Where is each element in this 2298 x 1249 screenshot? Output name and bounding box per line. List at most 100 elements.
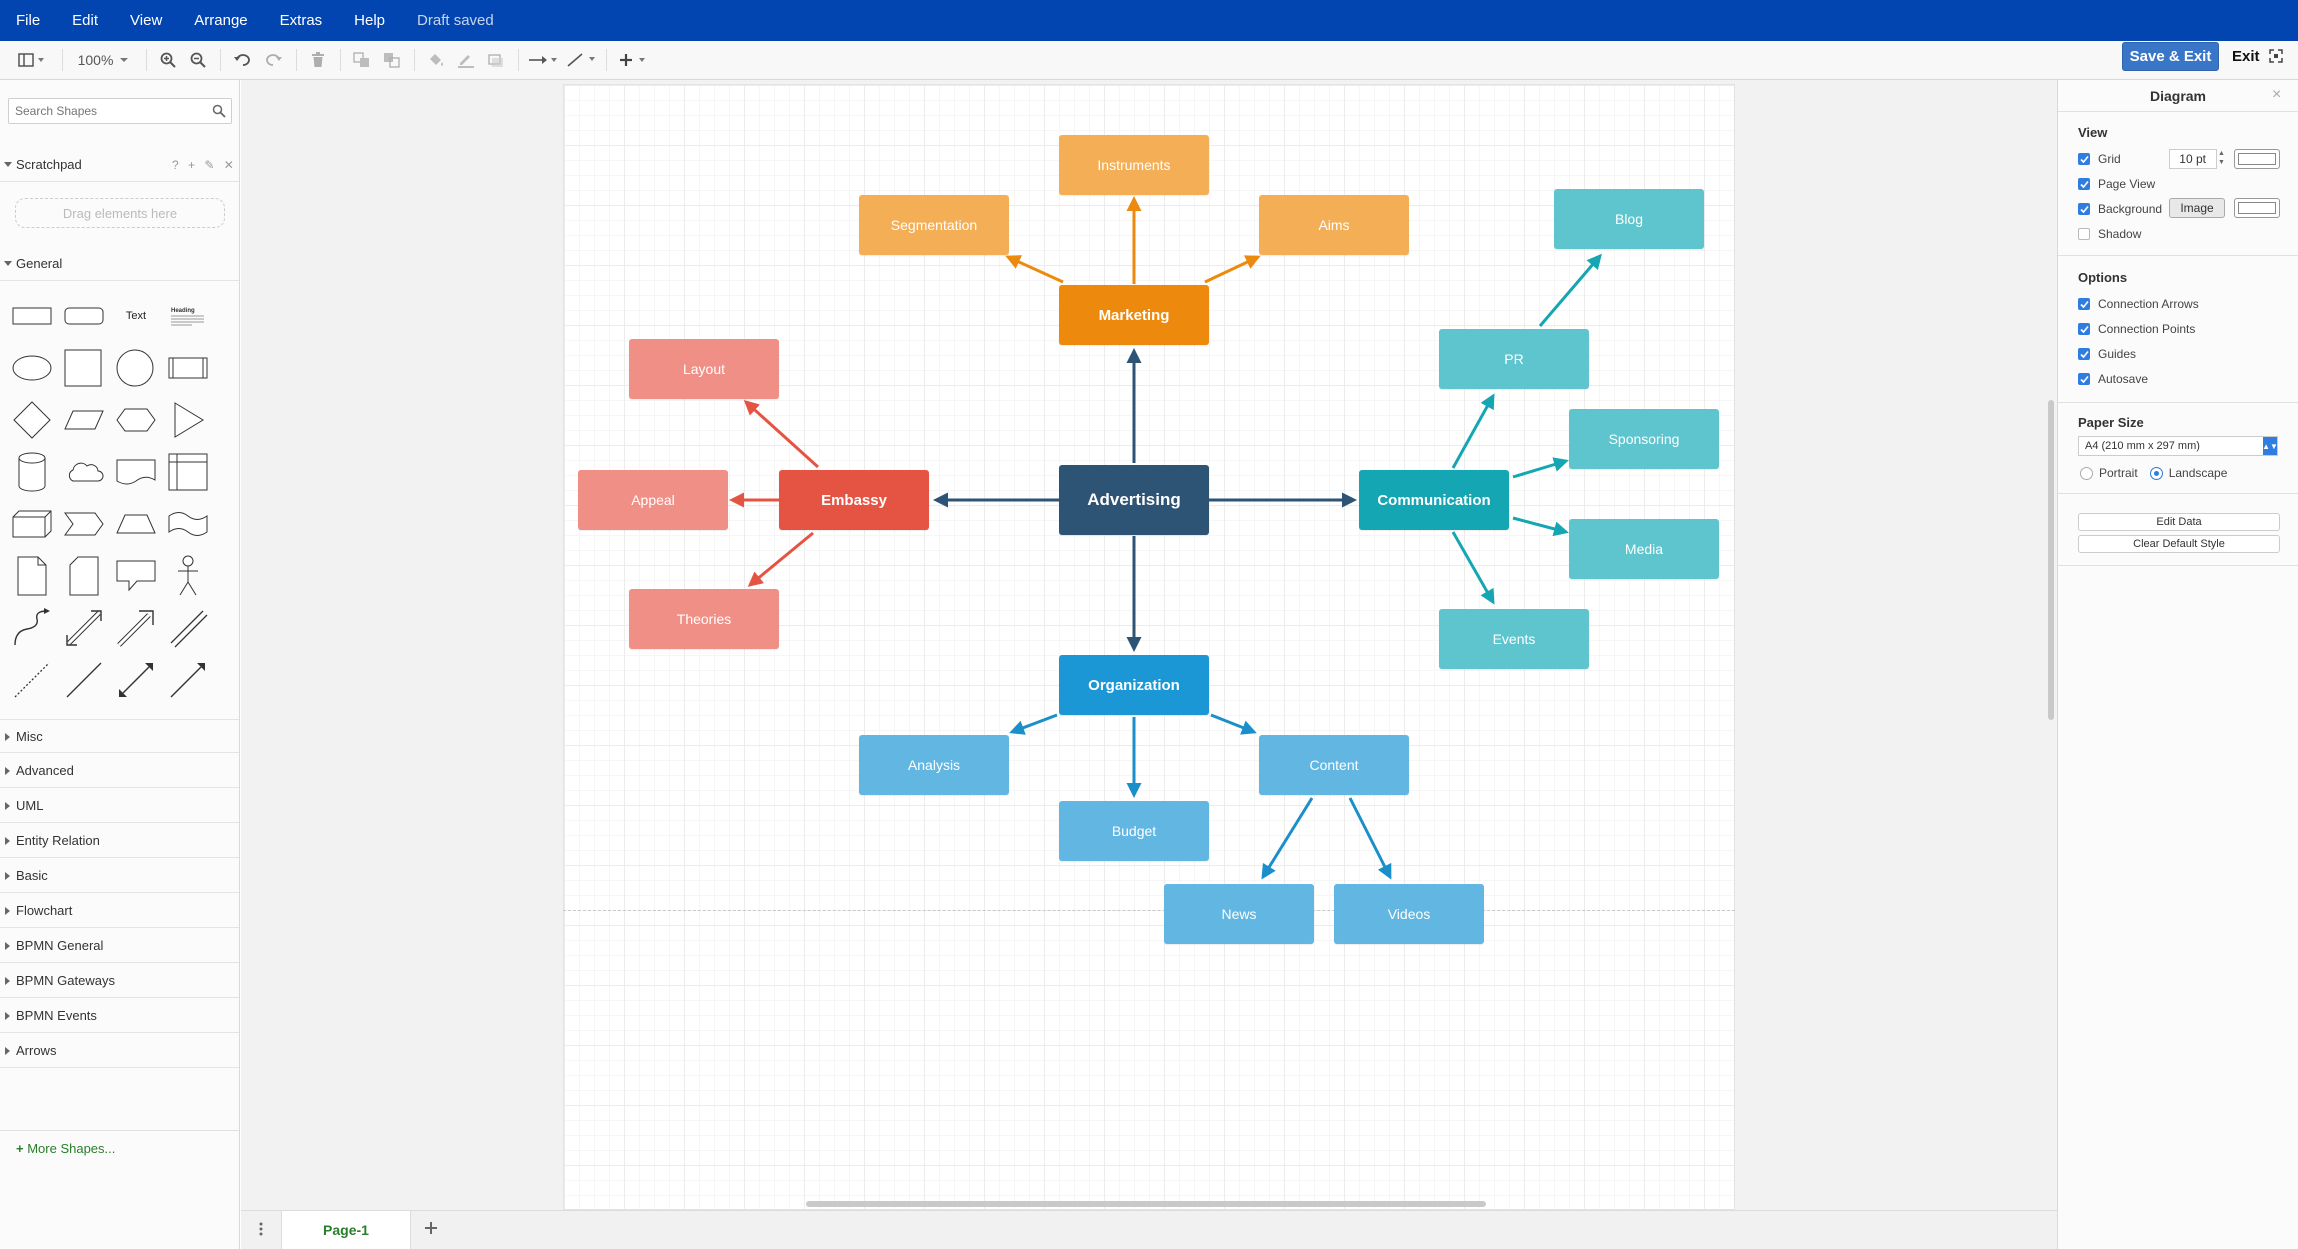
- add-page-button[interactable]: [424, 1218, 438, 1241]
- tab-page-1[interactable]: Page-1: [281, 1211, 411, 1249]
- node-events[interactable]: Events: [1439, 609, 1589, 669]
- shape-cylinder[interactable]: [8, 448, 56, 496]
- to-back-button[interactable]: [380, 47, 404, 73]
- shape-rounded-rectangle[interactable]: [60, 292, 108, 340]
- shape-rectangle[interactable]: [8, 292, 56, 340]
- undo-button[interactable]: [230, 47, 254, 73]
- grid-size-input[interactable]: 10 pt: [2169, 149, 2217, 169]
- shape-text[interactable]: Text: [125, 310, 147, 322]
- section-basic[interactable]: Basic: [0, 859, 239, 893]
- vertical-scrollbar[interactable]: [2048, 400, 2054, 720]
- shape-card[interactable]: [60, 552, 108, 600]
- connector-communication-sponsoring[interactable]: [1512, 457, 1569, 479]
- horizontal-scrollbar[interactable]: [806, 1201, 1486, 1207]
- menu-edit[interactable]: Edit: [72, 12, 99, 29]
- connection-points-checkbox[interactable]: [2078, 323, 2090, 335]
- connector-communication-events[interactable]: [1451, 531, 1495, 605]
- menu-view[interactable]: View: [130, 12, 163, 29]
- redo-button[interactable]: [262, 47, 286, 73]
- shape-step[interactable]: [60, 500, 108, 548]
- grid-size-stepper[interactable]: ▲▼: [2218, 150, 2225, 166]
- shape-dashed-line[interactable]: [8, 656, 56, 704]
- connector-organization-analysis[interactable]: [1009, 713, 1058, 735]
- connection-style-button[interactable]: [526, 47, 560, 73]
- node-pr[interactable]: PR: [1439, 329, 1589, 389]
- landscape-radio[interactable]: [2149, 466, 2163, 480]
- section-entity-relation[interactable]: Entity Relation: [0, 824, 239, 858]
- node-blog[interactable]: Blog: [1554, 189, 1704, 249]
- section-misc[interactable]: Misc: [0, 719, 239, 753]
- node-videos[interactable]: Videos: [1334, 884, 1484, 944]
- node-segmentation[interactable]: Segmentation: [859, 195, 1009, 255]
- shape-link[interactable]: [164, 604, 212, 652]
- node-embassy[interactable]: Embassy: [779, 470, 929, 530]
- insert-button[interactable]: [616, 47, 654, 73]
- shape-diamond[interactable]: [8, 396, 56, 444]
- background-checkbox[interactable]: [2078, 203, 2090, 215]
- node-news[interactable]: News: [1164, 884, 1314, 944]
- background-image-button[interactable]: Image: [2169, 198, 2225, 218]
- shape-bidirectional-arrow[interactable]: [60, 604, 108, 652]
- shape-actor[interactable]: [164, 552, 212, 600]
- node-layout[interactable]: Layout: [629, 339, 779, 399]
- shape-callout[interactable]: [112, 552, 160, 600]
- node-theories[interactable]: Theories: [629, 589, 779, 649]
- shape-trapezoid[interactable]: [112, 500, 160, 548]
- to-front-button[interactable]: [350, 47, 374, 73]
- background-color-swatch[interactable]: [2234, 198, 2280, 218]
- shape-square[interactable]: [60, 344, 108, 392]
- node-analysis[interactable]: Analysis: [859, 735, 1009, 795]
- fill-color-button[interactable]: [424, 47, 448, 73]
- section-advanced[interactable]: Advanced: [0, 754, 239, 788]
- zoom-dropdown[interactable]: 100%: [74, 47, 134, 73]
- menu-arrange[interactable]: Arrange: [194, 12, 248, 29]
- edit-data-button[interactable]: Edit Data: [2078, 513, 2280, 531]
- node-appeal[interactable]: Appeal: [578, 470, 728, 530]
- shape-bidirectional-connector[interactable]: [112, 656, 160, 704]
- connector-communication-media[interactable]: [1512, 516, 1569, 537]
- node-sponsoring[interactable]: Sponsoring: [1569, 409, 1719, 469]
- shape-note[interactable]: [8, 552, 56, 600]
- shape-arrow[interactable]: [112, 604, 160, 652]
- section-bpmn-general[interactable]: BPMN General: [0, 929, 239, 963]
- grid-checkbox[interactable]: [2078, 153, 2090, 165]
- grid-color-swatch[interactable]: [2234, 149, 2280, 169]
- shape-ellipse[interactable]: [8, 344, 56, 392]
- connector-organization-content[interactable]: [1210, 713, 1257, 735]
- shape-circle[interactable]: [112, 344, 160, 392]
- node-organization[interactable]: Organization: [1059, 655, 1209, 715]
- search-icon[interactable]: [212, 104, 226, 118]
- shadow-button[interactable]: [484, 47, 508, 73]
- format-panel-toggle-button[interactable]: [12, 47, 52, 73]
- section-uml[interactable]: UML: [0, 789, 239, 823]
- shape-document[interactable]: [112, 448, 160, 496]
- node-instruments[interactable]: Instruments: [1059, 135, 1209, 195]
- delete-button[interactable]: [306, 47, 330, 73]
- save-and-exit-button[interactable]: Save & Exit: [2122, 42, 2219, 71]
- connector-marketing-aims[interactable]: [1204, 255, 1261, 284]
- general-section-header[interactable]: General: [0, 247, 239, 281]
- search-input[interactable]: [9, 99, 199, 123]
- shape-tape[interactable]: [164, 500, 212, 548]
- scratchpad-drop-zone[interactable]: Drag elements here: [15, 198, 225, 228]
- paper-size-select[interactable]: A4 (210 mm x 297 mm) ▲▼: [2078, 436, 2278, 456]
- diagram-canvas[interactable]: Advertising Marketing Instruments Segmen…: [241, 80, 2057, 1210]
- shape-line[interactable]: [60, 656, 108, 704]
- more-shapes-button[interactable]: + More Shapes...: [16, 1141, 115, 1156]
- fullscreen-button[interactable]: [2268, 48, 2284, 67]
- shape-internal-storage[interactable]: [164, 448, 212, 496]
- connector-embassy-theories[interactable]: [747, 531, 814, 587]
- menu-extras[interactable]: Extras: [279, 12, 323, 29]
- node-aims[interactable]: Aims: [1259, 195, 1409, 255]
- portrait-radio[interactable]: [2080, 466, 2093, 480]
- section-bpmn-gateways[interactable]: BPMN Gateways: [0, 964, 239, 998]
- section-flowchart[interactable]: Flowchart: [0, 894, 239, 928]
- menu-help[interactable]: Help: [354, 12, 386, 29]
- shape-parallelogram[interactable]: [60, 396, 108, 444]
- shape-cloud[interactable]: [60, 448, 108, 496]
- shape-process[interactable]: [164, 344, 212, 392]
- zoom-out-button[interactable]: [186, 47, 210, 73]
- menu-file[interactable]: File: [16, 12, 41, 29]
- connector-pr-blog[interactable]: [1538, 253, 1602, 327]
- node-advertising[interactable]: Advertising: [1059, 465, 1209, 535]
